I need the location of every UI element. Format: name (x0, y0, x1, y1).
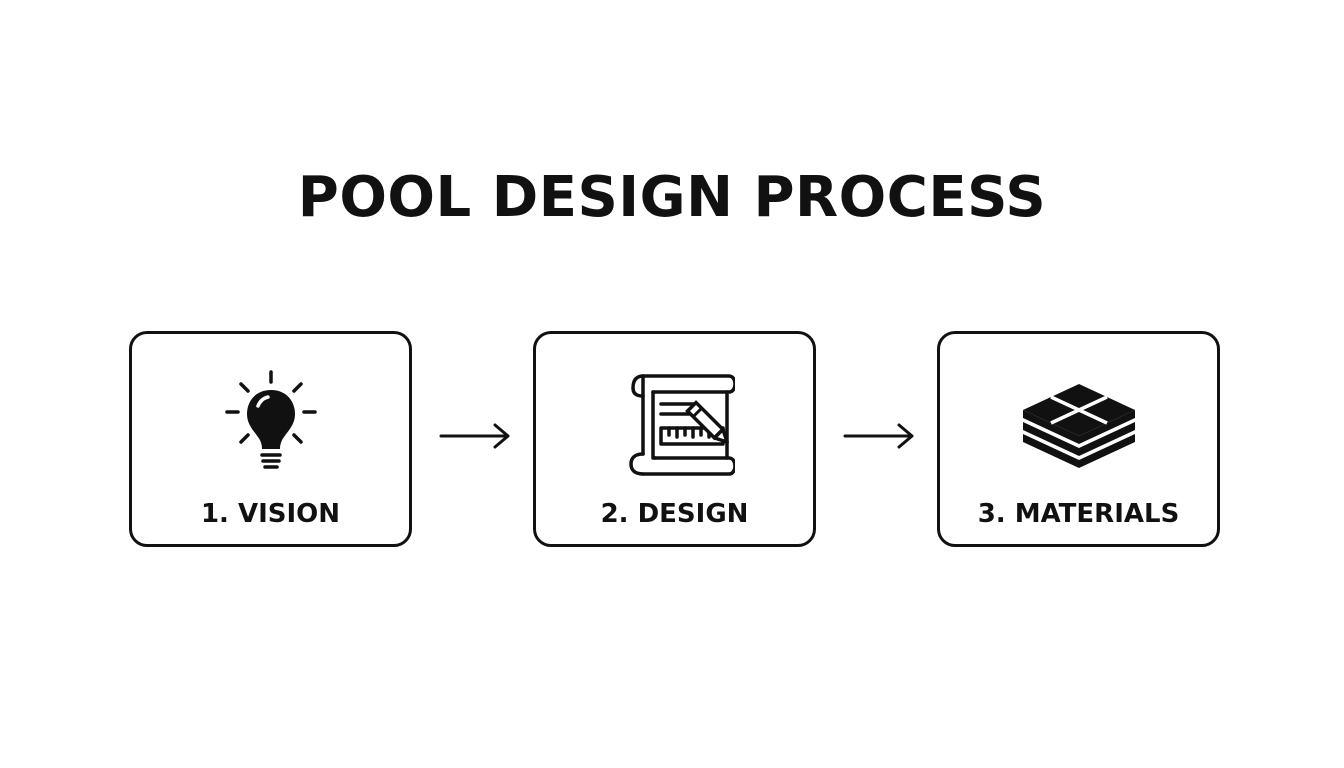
step-vision: 1. VISION (129, 331, 412, 547)
step-label: 3. MATERIALS (977, 499, 1180, 529)
step-label: 2. DESIGN (600, 499, 749, 529)
step-label: 1. VISION (200, 499, 341, 529)
tiles-icon (1019, 358, 1139, 478)
lightbulb-icon (211, 358, 331, 478)
step-materials: 3. MATERIALS (937, 331, 1220, 547)
arrow-right-icon (841, 420, 917, 452)
diagram-title: POOL DESIGN PROCESS (297, 165, 1047, 230)
blueprint-icon (615, 358, 735, 478)
arrow-right-icon (437, 420, 513, 452)
step-design: 2. DESIGN (533, 331, 816, 547)
